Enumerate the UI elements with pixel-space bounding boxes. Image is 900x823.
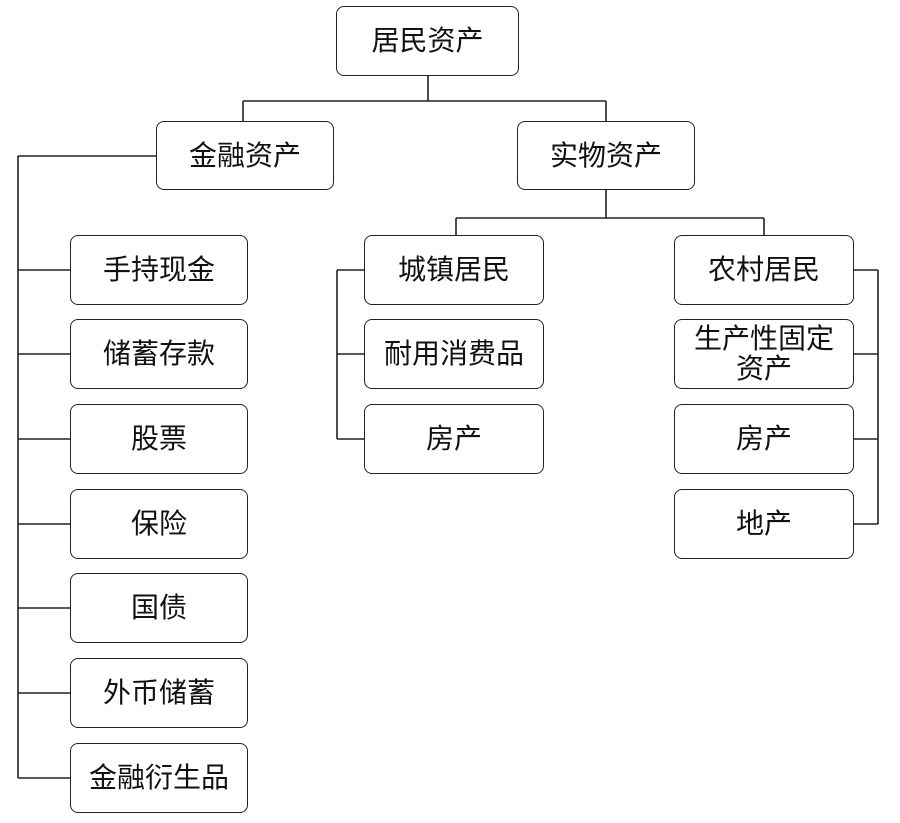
node-financial-item: 手持现金 <box>70 235 248 305</box>
node-financial-item: 外币储蓄 <box>70 658 248 728</box>
node-financial-item: 储蓄存款 <box>70 319 248 389</box>
node-rural-residents: 农村居民 <box>674 235 854 305</box>
node-rural-item: 地产 <box>674 489 854 559</box>
node-financial-item: 保险 <box>70 489 248 559</box>
node-financial-assets: 金融资产 <box>156 121 334 190</box>
node-urban-residents: 城镇居民 <box>364 235 544 305</box>
node-physical-assets: 实物资产 <box>517 121 695 190</box>
node-urban-item: 房产 <box>364 404 544 474</box>
node-rural-item: 生产性固定资产 <box>674 319 854 389</box>
node-financial-item: 股票 <box>70 404 248 474</box>
node-financial-item: 国债 <box>70 573 248 643</box>
node-root: 居民资产 <box>336 6 519 76</box>
node-rural-item: 房产 <box>674 404 854 474</box>
node-urban-item: 耐用消费品 <box>364 319 544 389</box>
node-financial-item: 金融衍生品 <box>70 743 248 813</box>
